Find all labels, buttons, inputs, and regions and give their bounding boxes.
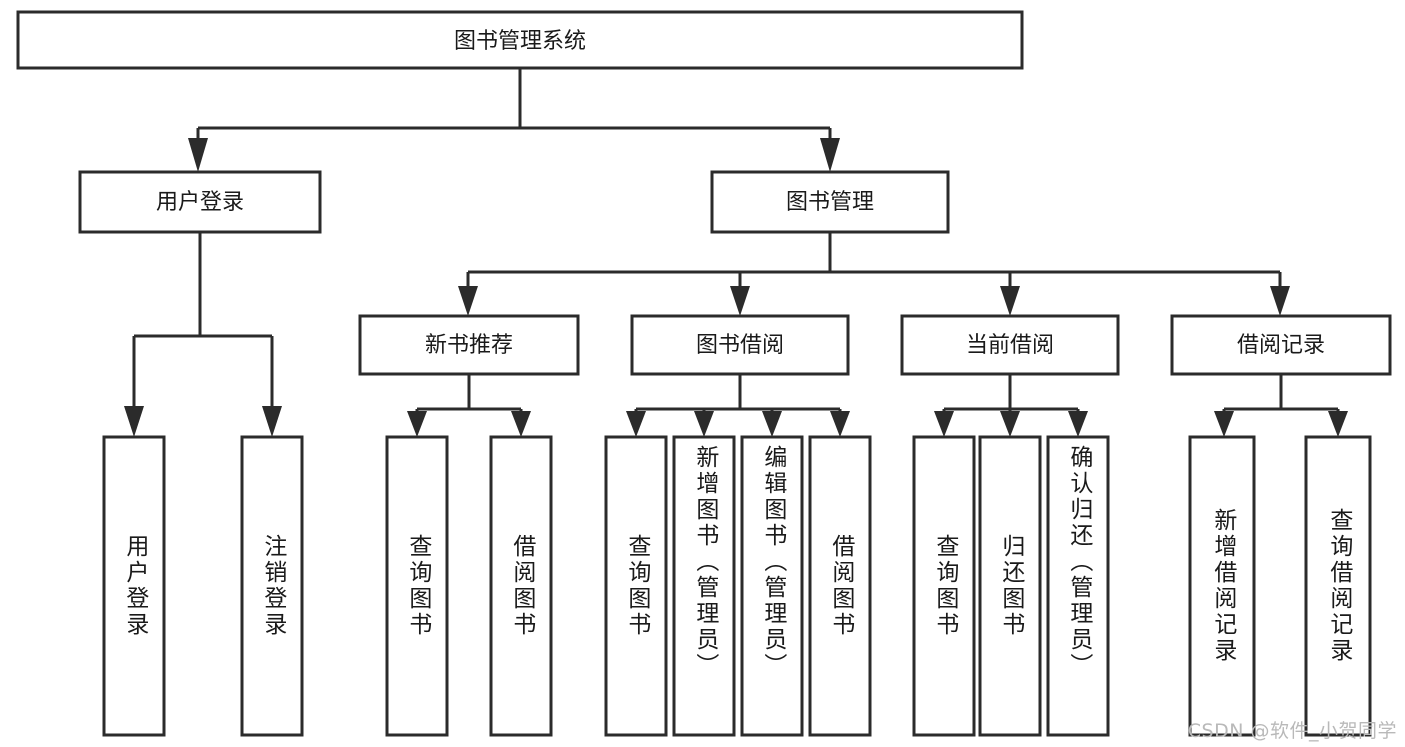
node-book-manage-box (710, 170, 950, 234)
connector-group-book-manage (458, 232, 1290, 316)
arrow-head-book-borrow (730, 286, 750, 316)
connector-group-borrow-record (1214, 374, 1348, 437)
node-book-borrow-box (630, 314, 850, 376)
leaf-box-cb-1[interactable] (978, 435, 1042, 737)
arrow-head-bb-leaf-2 (762, 411, 782, 437)
leaf-box-bb-2[interactable] (740, 435, 804, 737)
leaf-box-br-0[interactable] (1188, 435, 1256, 737)
arrow-head-user-login-leaf-1 (262, 406, 282, 437)
csdn-watermark: CSDN @软件_小贺同学 (1187, 720, 1397, 742)
arrow-head-cb-leaf-2 (1068, 411, 1088, 437)
node-root-system[interactable]: 图书管理系统 (16, 10, 1024, 70)
arrow-head-bb-leaf-1 (694, 411, 714, 437)
arrow-head-cb-leaf-0 (934, 411, 954, 437)
node-new-book-recommend-box (358, 314, 580, 376)
leaf-box-bb-3[interactable] (808, 435, 872, 737)
node-book-manage[interactable]: 图书管理 (710, 170, 950, 234)
arrow-head-nbr-leaf-0 (407, 411, 427, 437)
node-user-login-label: 用户登录 (156, 190, 244, 215)
node-user-login[interactable]: 用户登录 (78, 170, 322, 234)
node-current-borrow-box (900, 314, 1120, 376)
leaf-box-nbr-0[interactable] (385, 435, 449, 737)
connector-group-new-book-recommend (407, 374, 531, 437)
leaf-box-cb-2[interactable] (1046, 435, 1110, 737)
node-current-borrow-label: 当前借阅 (966, 333, 1054, 358)
node-borrow-record[interactable]: 借阅记录 (1170, 314, 1392, 376)
leaf-box-bb-1[interactable] (672, 435, 736, 737)
arrow-head-book-manage (820, 138, 840, 172)
arrow-head-br-leaf-1 (1328, 411, 1348, 437)
leaf-box-nbr-1[interactable] (489, 435, 553, 737)
leaf-box-user-login-0[interactable] (102, 435, 166, 737)
node-root-system-box (16, 10, 1024, 70)
arrow-head-user-login (188, 138, 208, 172)
arrow-head-borrow-record (1270, 286, 1290, 316)
connector-group-user-login (124, 232, 282, 437)
leaf-box-user-login-1[interactable] (240, 435, 304, 737)
node-borrow-record-label: 借阅记录 (1237, 333, 1325, 358)
node-new-book-recommend-label: 新书推荐 (425, 333, 513, 358)
node-book-borrow[interactable]: 图书借阅 (630, 314, 850, 376)
node-new-book-recommend[interactable]: 新书推荐 (358, 314, 580, 376)
arrow-head-user-login-leaf-0 (124, 406, 144, 437)
node-current-borrow[interactable]: 当前借阅 (900, 314, 1120, 376)
arrow-head-br-leaf-0 (1214, 411, 1234, 437)
arrow-head-new-book-recommend (458, 286, 478, 316)
arrow-head-nbr-leaf-1 (511, 411, 531, 437)
arrow-head-cb-leaf-1 (1000, 411, 1020, 437)
arrow-head-bb-leaf-3 (830, 411, 850, 437)
arrow-head-current-borrow (1000, 286, 1020, 316)
node-book-manage-label: 图书管理 (786, 190, 874, 215)
node-root-system-label: 图书管理系统 (454, 29, 586, 54)
leaf-box-br-1[interactable] (1304, 435, 1372, 737)
connector-group-book-borrow (626, 374, 850, 437)
arrow-head-bb-leaf-0 (626, 411, 646, 437)
node-borrow-record-box (1170, 314, 1392, 376)
leaf-box-cb-0[interactable] (912, 435, 976, 737)
node-book-borrow-label: 图书借阅 (696, 333, 784, 358)
connector-group-root (188, 68, 840, 172)
leaf-box-bb-0[interactable] (604, 435, 668, 737)
connector-group-current-borrow (934, 374, 1088, 437)
